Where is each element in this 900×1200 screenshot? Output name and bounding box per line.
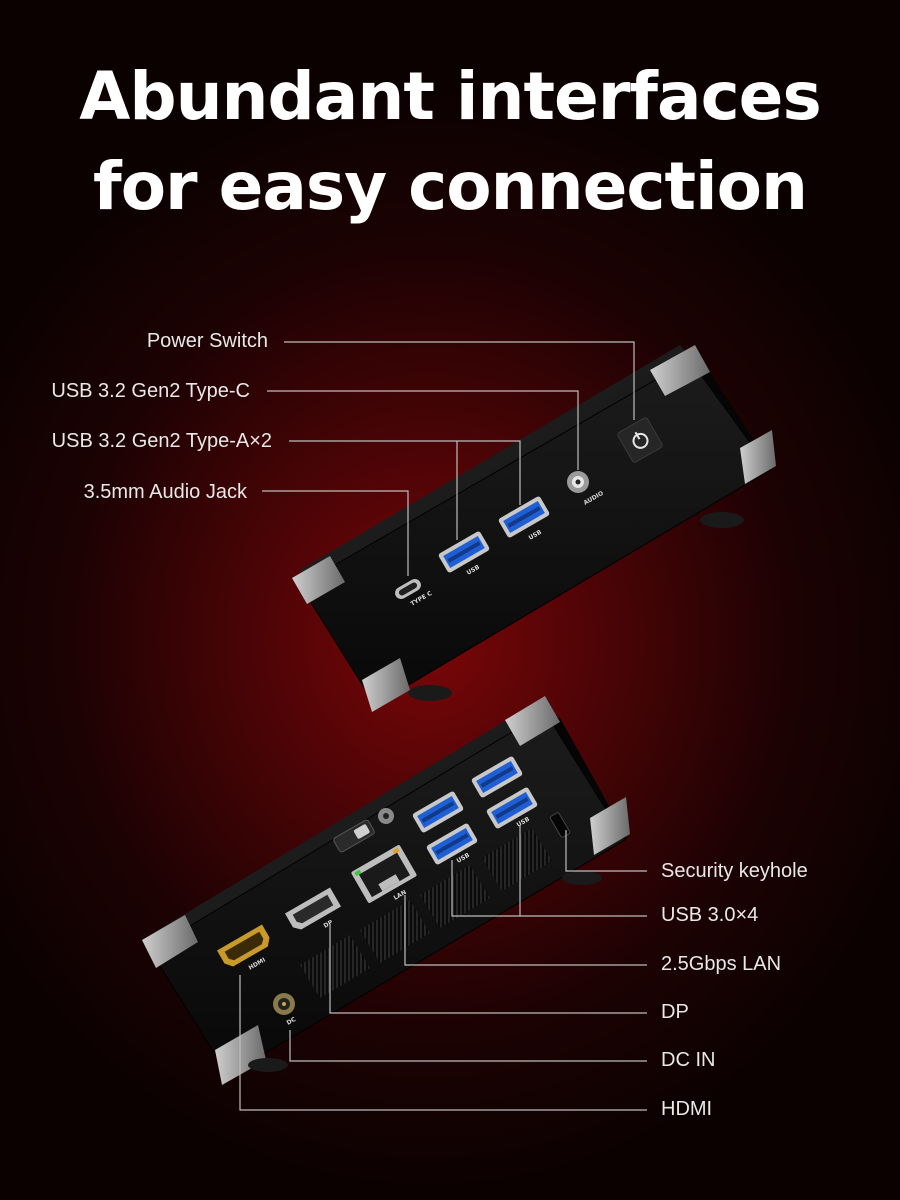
rear-audio-jack: [378, 808, 394, 824]
usb-type-a-port-2: [498, 496, 550, 538]
corner-vent: [362, 658, 410, 712]
usb-3-0-port-2: [426, 823, 478, 865]
corner-vent: [590, 797, 630, 855]
usb-3-0-port-3: [471, 756, 523, 798]
vent-grille: [420, 865, 490, 928]
displayport-port: [284, 887, 342, 930]
usb-type-c-port: [395, 579, 421, 599]
headline-line-2: for easy connection: [93, 148, 808, 225]
line-power-switch: [284, 341, 635, 420]
hdmi-port: [216, 924, 270, 967]
rubber-foot: [700, 512, 744, 528]
line-dc-in: [289, 1030, 647, 1062]
headline-line-1: Abundant interfaces: [79, 58, 821, 135]
callout-hdmi: HDMI: [661, 1098, 713, 1120]
vent-grille: [482, 828, 552, 891]
callout-dc-in: DC IN: [661, 1049, 716, 1071]
dc-marking: DC: [286, 1016, 298, 1027]
mini-pc-top-view: TYPE C USB USB AUDIO: [292, 345, 776, 712]
dc-in-port: [273, 993, 295, 1015]
rubber-foot: [408, 685, 452, 701]
line-usb-type-a: [289, 440, 521, 505]
callout-security-keyhole: Security keyhole: [661, 860, 808, 882]
rubber-foot: [248, 1058, 288, 1072]
line-dp: [329, 925, 647, 1014]
corner-vent: [650, 345, 710, 396]
mini-pc-rear-view: HDMI DC DP LAN: [142, 696, 630, 1085]
corner-vent: [740, 430, 776, 484]
usb-type-a-port-1: [438, 531, 490, 573]
audio-jack-port: [567, 471, 589, 493]
corner-vent: [505, 696, 560, 746]
line-usb-3-0: [451, 860, 647, 917]
usb-3-0-port-1: [412, 791, 464, 833]
callout-lan: 2.5Gbps LAN: [661, 953, 782, 975]
callout-dp: DP: [661, 1001, 689, 1023]
callout-audio-jack: 3.5mm Audio Jack: [83, 481, 247, 503]
line-security-keyhole: [565, 830, 647, 872]
callout-usb-type-c: USB 3.2 Gen2 Type-C: [51, 380, 250, 402]
rubber-foot: [562, 871, 602, 885]
headline: Abundant interfaces for easy connection: [0, 52, 900, 232]
rear-switch: [333, 819, 375, 853]
corner-vent: [142, 915, 198, 968]
line-usb-type-c: [267, 390, 579, 470]
usb-3-0-port-4: [486, 787, 538, 829]
vent-grille: [360, 900, 430, 963]
line-lan: [404, 895, 647, 966]
vent-grille: [300, 935, 370, 998]
callout-usb-type-a: USB 3.2 Gen2 Type-A×2: [51, 430, 272, 452]
callout-usb-3-0: USB 3.0×4: [661, 904, 759, 926]
corner-vent: [292, 556, 345, 604]
dp-marking: DP: [323, 919, 335, 930]
callout-power-switch: Power Switch: [146, 330, 268, 352]
lan-port: [351, 845, 417, 903]
callout-lines: [239, 341, 647, 1111]
line-hdmi: [239, 975, 647, 1111]
power-switch-button: [617, 417, 663, 463]
line-audio-jack: [262, 490, 409, 576]
